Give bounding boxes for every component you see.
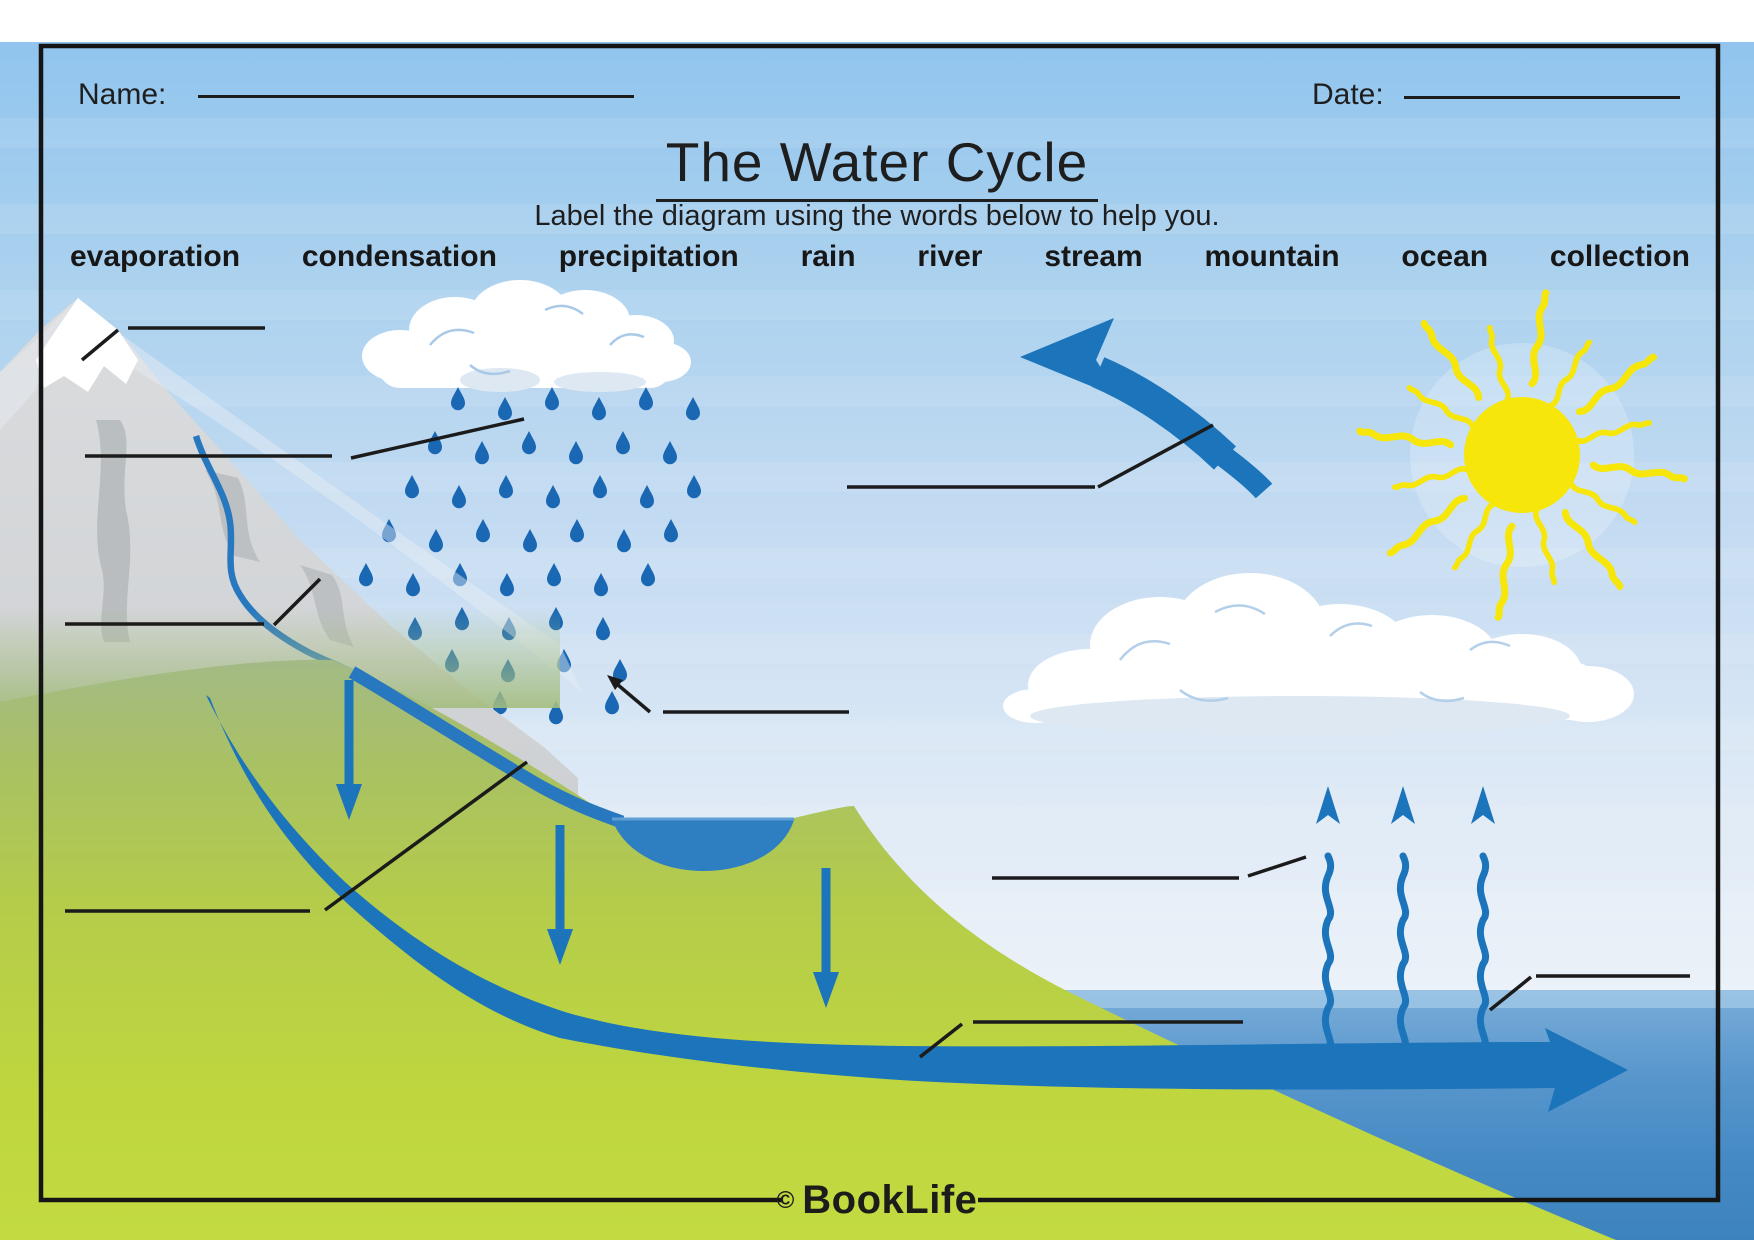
answer-blank-9[interactable] xyxy=(1488,974,1690,1012)
top-margin xyxy=(0,0,1754,42)
answer-blank-7[interactable] xyxy=(992,855,1307,880)
cumulus-cloud xyxy=(1003,573,1634,736)
rain-cloud xyxy=(362,280,691,392)
date-input-line[interactable] xyxy=(1404,96,1680,99)
pointer-arrowhead xyxy=(607,675,623,690)
copyright-symbol: © xyxy=(776,1186,795,1214)
snow-cap xyxy=(36,298,138,392)
word-bank-item-condensation: condensation xyxy=(301,240,497,273)
mountain-crag xyxy=(96,420,131,642)
answer-blank-2[interactable] xyxy=(85,417,525,460)
page-title: The Water Cycle xyxy=(655,130,1099,202)
river-arrow xyxy=(206,695,1628,1112)
lake xyxy=(612,817,794,872)
word-bank-item-stream: stream xyxy=(1044,240,1143,273)
word-bank: evaporation condensation precipitation r… xyxy=(70,240,1690,274)
answer-blank-5[interactable] xyxy=(607,675,849,714)
hillside-stream xyxy=(348,666,625,829)
word-bank-item-river: river xyxy=(917,240,983,273)
sun xyxy=(1356,289,1688,621)
word-bank-item-mountain: mountain xyxy=(1204,240,1340,273)
curved-evaporation-arrow xyxy=(1020,318,1273,499)
word-bank-item-rain: rain xyxy=(800,240,856,273)
name-label: Name: xyxy=(78,78,167,111)
word-bank-item-evaporation: evaporation xyxy=(70,240,241,273)
sun-rays xyxy=(1356,289,1688,621)
answer-blanks xyxy=(65,326,1690,1059)
word-bank-item-collection: collection xyxy=(1549,240,1690,273)
instructions: Label the diagram using the words below … xyxy=(534,200,1220,232)
answer-blank-1[interactable] xyxy=(80,326,265,362)
river-arrowhead xyxy=(1545,1028,1628,1112)
answer-blank-3[interactable] xyxy=(65,577,322,627)
answer-blank-4[interactable] xyxy=(65,760,529,913)
word-bank-item-ocean: ocean xyxy=(1401,240,1489,273)
publisher-logo: © BookLife xyxy=(777,1178,978,1223)
answer-blank-8[interactable] xyxy=(918,1020,1243,1059)
ocean-surface xyxy=(930,990,1754,1008)
answer-blank-6[interactable] xyxy=(847,423,1214,489)
name-input-line[interactable] xyxy=(198,95,634,98)
sun-disc xyxy=(1464,397,1580,513)
frame-border xyxy=(38,43,1721,1203)
date-label: Date: xyxy=(1312,78,1384,111)
brand-name: BookLife xyxy=(802,1178,978,1222)
word-bank-item-precipitation: precipitation xyxy=(558,240,739,273)
